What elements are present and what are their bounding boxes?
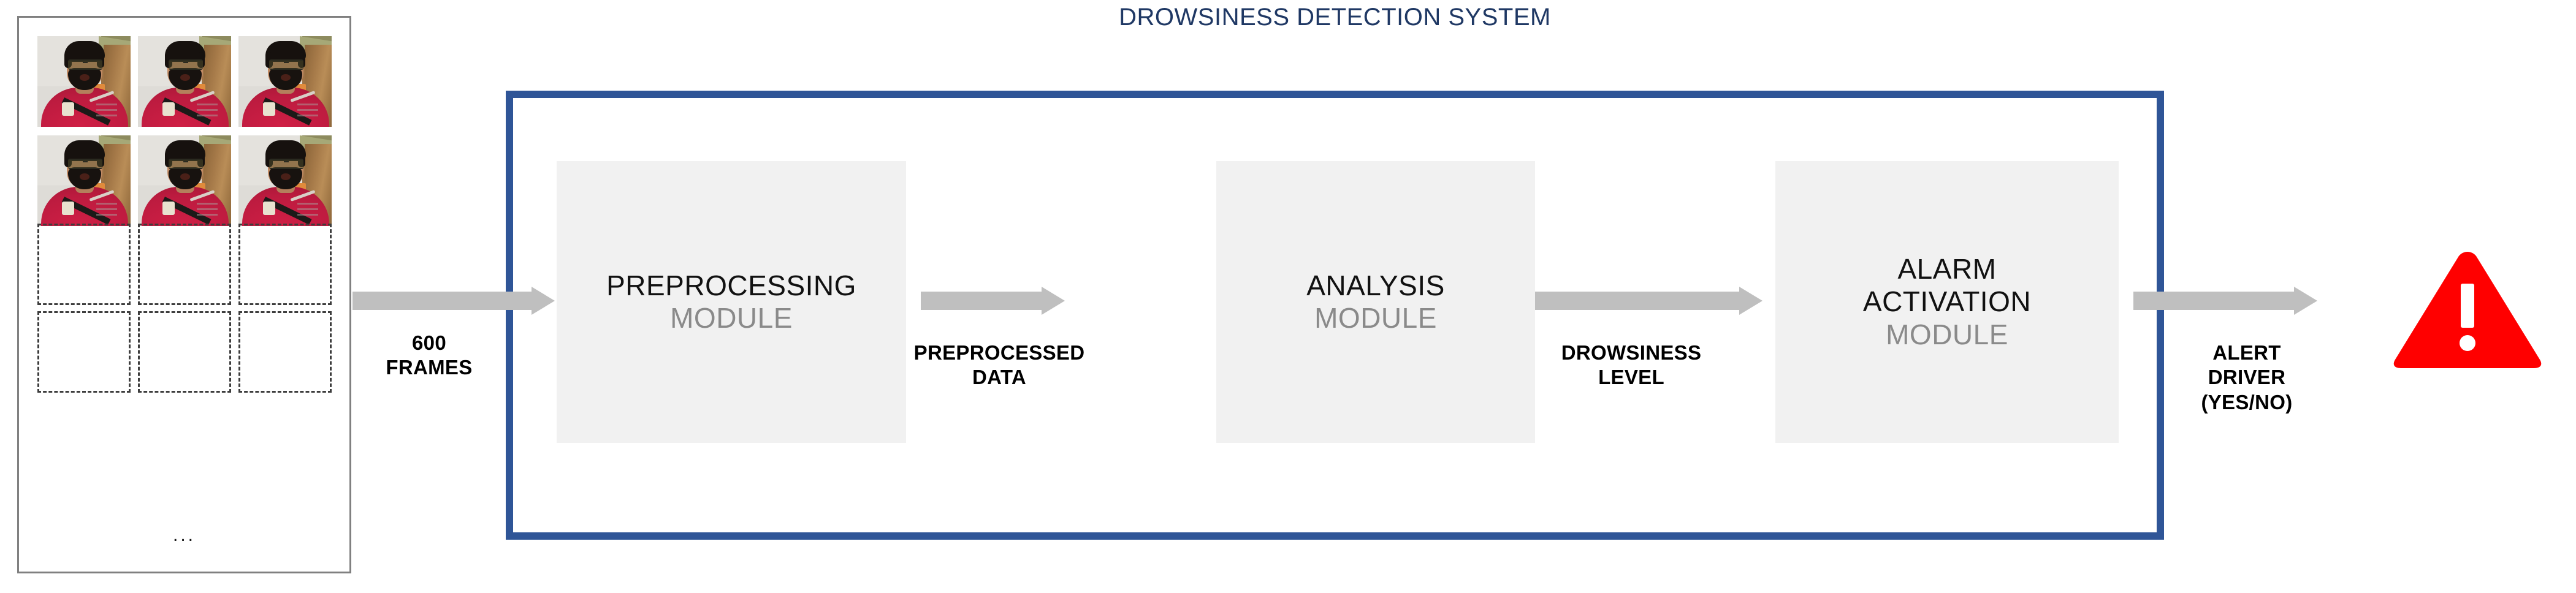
frame-placeholder (37, 311, 131, 393)
frame-logo (263, 102, 275, 116)
module-title-primary: ALARM (1897, 252, 1997, 285)
module-title-primary: PREPROCESSING (606, 269, 856, 301)
label-line-2: LEVEL (1598, 366, 1664, 389)
frame-logo (263, 202, 275, 215)
frame-mouth (80, 74, 90, 81)
frame-mouth (180, 74, 190, 81)
label-line-1: DROWSINESS (1561, 341, 1702, 364)
frame-shirt-text (297, 104, 318, 118)
captured-frame-thumbnail (238, 135, 332, 226)
module-title-secondary: MODULE (670, 302, 793, 334)
label-line-3: (YES/NO) (2201, 390, 2293, 414)
pending-frames-grid (37, 224, 335, 393)
module-title-primary: ANALYSIS (1306, 269, 1445, 301)
captured-frame-thumbnail (37, 36, 131, 127)
frame-placeholder (238, 311, 332, 393)
captured-frame-thumbnail (238, 36, 332, 127)
module-title-primary-2: ACTIVATION (1862, 285, 2032, 318)
frame-stack-panel: ... (17, 16, 351, 573)
module-title-secondary: MODULE (1886, 318, 2008, 350)
frame-glasses-bridge (83, 62, 88, 63)
label-line-1: 600 (412, 331, 446, 354)
frame-glasses (68, 159, 102, 169)
frame-shirt-text (197, 203, 218, 217)
system-boundary (506, 91, 2164, 540)
frame-placeholder (238, 224, 332, 305)
arrow-shaft (1533, 292, 1739, 310)
arrow-head (1042, 287, 1065, 315)
label-line-1: ALERT (2212, 341, 2281, 364)
warning-triangle-icon (2391, 248, 2544, 371)
alarm-activation-module-box: ALARM ACTIVATION MODULE (1775, 161, 2119, 443)
arrow-preprocessing-to-analysis (921, 287, 1065, 315)
frame-glasses (169, 59, 203, 70)
frame-shirt-text (96, 203, 117, 217)
arrow-head (1739, 287, 1762, 315)
arrow-shaft (2133, 292, 2294, 310)
frame-logo (62, 202, 74, 215)
frame-placeholder (37, 224, 131, 305)
arrow-head (2294, 287, 2317, 315)
frame-glasses (269, 59, 303, 70)
label-line-2: DRIVER (2208, 366, 2286, 389)
frame-logo (162, 102, 175, 116)
label-line-1: PREPROCESSED (913, 341, 1085, 364)
frame-logo (62, 102, 74, 116)
frames-ellipsis: ... (172, 525, 196, 545)
captured-frame-thumbnail (37, 135, 131, 226)
page-title: DROWSINESS DETECTION SYSTEM (1119, 4, 1551, 31)
frame-shirt-text (297, 203, 318, 217)
arrow-shaft (352, 292, 532, 310)
frame-glasses-bridge (183, 161, 188, 162)
preprocessing-module-box: PREPROCESSING MODULE (557, 161, 906, 443)
frame-glasses-bridge (183, 62, 188, 63)
frame-mouth (80, 173, 90, 180)
frame-glasses (169, 159, 203, 169)
frame-mouth (180, 173, 190, 180)
frame-placeholder (138, 224, 231, 305)
captured-frame-thumbnail (138, 36, 231, 127)
arrow-shaft (921, 292, 1042, 310)
frame-logo (162, 202, 175, 215)
captured-frame-thumbnail (138, 135, 231, 226)
analysis-module-box: ANALYSIS MODULE (1216, 161, 1535, 443)
frame-shirt-text (197, 104, 218, 118)
label-line-2: FRAMES (386, 356, 473, 379)
frame-mouth (281, 74, 291, 81)
frame-glasses-bridge (284, 62, 289, 63)
label-preprocessed-data: PREPROCESSED DATA (913, 341, 1085, 390)
label-frames-count: 600 FRAMES (352, 331, 506, 380)
label-drowsiness-level: DROWSINESS LEVEL (1530, 341, 1732, 390)
captured-frames-grid (37, 36, 335, 226)
arrow-analysis-to-alarm (1533, 287, 1762, 315)
frame-placeholder (138, 311, 231, 393)
arrow-frames-to-preprocessing (352, 287, 555, 315)
frame-glasses (269, 159, 303, 169)
frame-glasses (68, 59, 102, 70)
module-title-secondary: MODULE (1314, 302, 1437, 334)
frame-shirt-text (96, 104, 117, 118)
label-line-2: DATA (972, 366, 1026, 389)
frame-glasses-bridge (83, 161, 88, 162)
arrow-alarm-to-alert (2133, 287, 2317, 315)
arrow-head (532, 287, 555, 315)
frame-mouth (281, 173, 291, 180)
label-alert-driver: ALERT DRIVER (YES/NO) (2170, 341, 2323, 415)
frame-glasses-bridge (284, 161, 289, 162)
